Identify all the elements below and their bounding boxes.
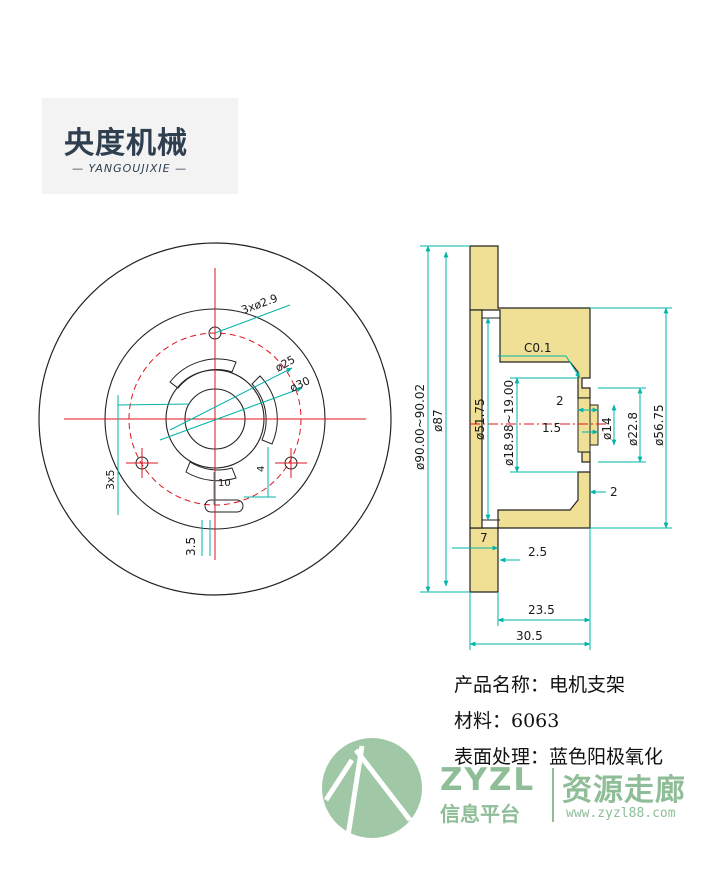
dim-25: 2.5	[528, 545, 547, 559]
dim-slot-a: 10	[218, 478, 231, 489]
dim-d22: ø22.8	[626, 412, 640, 446]
front-leader-pcd	[169, 367, 293, 431]
dim-2b: 2	[610, 485, 618, 499]
watermark-subtitle: 信息平台	[440, 802, 520, 826]
watermark-url: www.zyzl88.com	[566, 806, 676, 821]
dim-2a: 2	[556, 394, 564, 408]
dim-d18: ø18.98~19.00	[502, 380, 516, 466]
watermark-emblem-icon	[322, 738, 422, 838]
chamfer-leader-2	[565, 355, 581, 379]
front-arc-slot-1	[169, 358, 237, 389]
watermark-name: 资源走廊	[562, 773, 686, 808]
dim-d87: ø87	[431, 409, 445, 432]
product-name: 产品名称：电机支架	[454, 674, 626, 696]
material: 材料：6063	[454, 710, 560, 732]
dim-15: 1.5	[542, 421, 561, 435]
dim-d56: ø56.75	[652, 404, 666, 446]
front-leader-holes	[214, 304, 291, 334]
dim-7: 7	[480, 531, 488, 545]
dim-305: 30.5	[516, 629, 543, 643]
side-flange-left	[469, 309, 483, 529]
dim-slot-b: 4	[256, 466, 267, 472]
dim-chamfer: C0.1	[524, 341, 551, 355]
watermark-divider	[552, 768, 554, 822]
dim-d90: ø90.00~90.02	[413, 384, 427, 470]
brand-name-cn: 央度机械	[64, 126, 188, 161]
side-view: ø90.00~90.02 ø87 ø51.75 ø18.98~19.00 ø14…	[413, 245, 672, 650]
side-boss	[589, 404, 599, 446]
front-arc-slot-2	[251, 375, 278, 445]
dim-235: 23.5	[528, 603, 555, 617]
front-leader-d30	[159, 387, 303, 441]
front-bottom-slot	[204, 499, 244, 513]
watermark-zyzl: ZYZL	[440, 762, 536, 798]
brand-logo: 央度机械 — YANGOUJIXIE —	[42, 98, 238, 194]
dim-outer: ø30	[288, 374, 312, 395]
front-leader-left	[117, 403, 191, 406]
front-outer-circle	[38, 242, 392, 596]
dim-bottom-w: 3.5	[184, 537, 198, 556]
dim-d51: ø51.75	[473, 398, 487, 440]
dim-d14: ø14	[600, 417, 614, 440]
side-body-upper	[469, 245, 591, 399]
side-bore	[577, 397, 591, 453]
side-body-lower-2	[497, 451, 591, 529]
dim-left-tag: 3x5	[104, 469, 117, 490]
surface-treatment: 表面处理：蓝色阳极氧化	[454, 746, 664, 768]
dim-holes: 3xø2.9	[240, 292, 280, 317]
brand-name-en: — YANGOUJIXIE —	[72, 162, 188, 175]
front-view: 3xø2.9 ø25 ø30 3x5 3.5 10 4	[38, 242, 392, 596]
front-arc-slot-3	[185, 461, 237, 482]
